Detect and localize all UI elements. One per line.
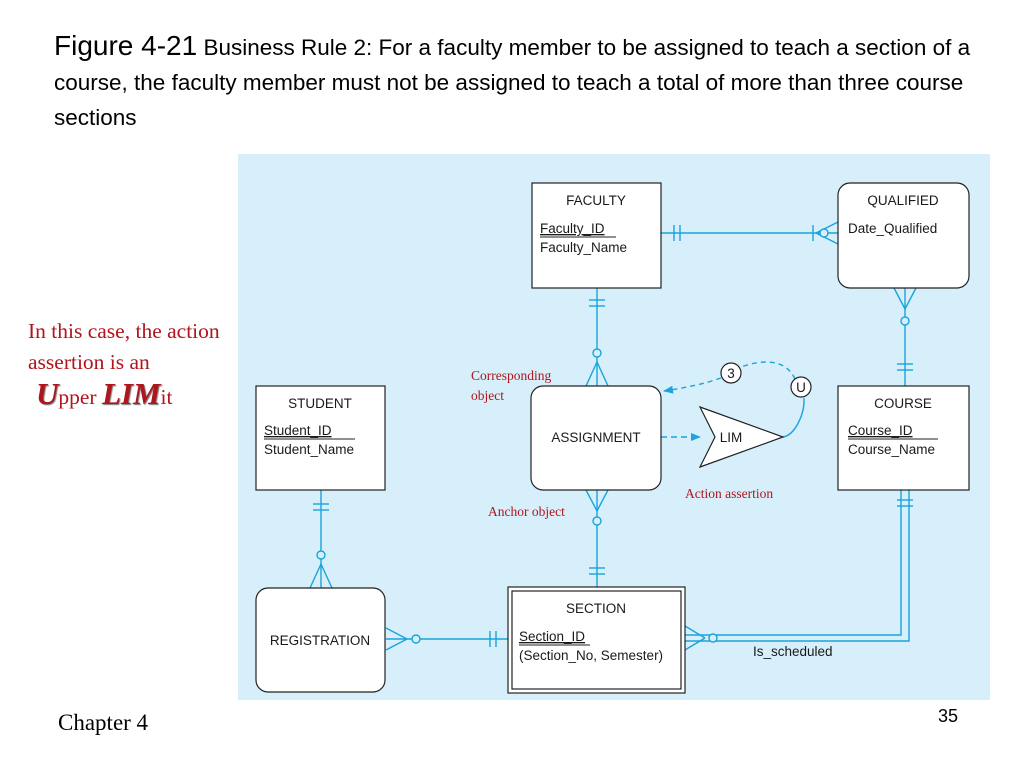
entity-assignment[interactable]: ASSIGNMENT (530, 385, 662, 491)
faculty-id-attribute: Faculty_ID (540, 221, 605, 236)
er-diagram: FACULTY Faculty_ID Faculty_Name QUALIFIE… (238, 154, 990, 700)
side-note-intro: In this case, the action assertion is an (28, 319, 220, 374)
relationship-lines (309, 221, 917, 651)
constraint-u-symbol[interactable]: U (790, 376, 812, 398)
entity-registration[interactable]: REGISTRATION (255, 587, 386, 693)
corresponding-object-annotation: Corresponding object (471, 368, 555, 403)
chapter-label: Chapter 4 (58, 710, 149, 735)
qualified-title: QUALIFIED (867, 193, 939, 208)
figure-caption: Business Rule 2: For a faculty member to… (54, 35, 971, 130)
lim-action-assertion[interactable]: LIM (698, 405, 785, 469)
section-composite-attribute: (Section_No, Semester) (519, 648, 663, 663)
section-id-attribute: Section_ID (519, 629, 585, 644)
faculty-name-attribute: Faculty_Name (540, 240, 627, 255)
date-qualified-attribute: Date_Qualified (848, 221, 937, 236)
corresponding-object-line1: Corresponding (471, 368, 551, 383)
constraint-number-label: 3 (727, 366, 735, 381)
student-name-attribute: Student_Name (264, 442, 354, 457)
faculty-title: FACULTY (566, 193, 626, 208)
entity-student[interactable]: STUDENT Student_ID Student_Name (255, 385, 386, 491)
registration-title: REGISTRATION (270, 633, 370, 648)
limit-initial: LIM (101, 376, 161, 411)
slide-title: Figure 4-21 Business Rule 2: For a facul… (54, 28, 984, 135)
action-assertion-annotation: Action assertion (685, 486, 773, 501)
upper-initial: U (36, 376, 59, 411)
student-id-attribute: Student_ID (264, 423, 332, 438)
lim-label: LIM (720, 430, 743, 445)
is-scheduled-label: Is_scheduled (753, 644, 833, 659)
section-title: SECTION (566, 601, 626, 616)
constraint-number-3[interactable]: 3 (720, 362, 742, 384)
side-note: In this case, the action assertion is an… (28, 316, 233, 413)
assignment-title: ASSIGNMENT (551, 430, 640, 445)
course-name-attribute: Course_Name (848, 442, 935, 457)
constraint-u-label: U (796, 380, 806, 395)
limit-rest: it (160, 385, 173, 409)
u-to-3-connector (740, 361, 796, 380)
entity-course[interactable]: COURSE Course_ID Course_Name (837, 385, 970, 491)
anchor-object-annotation: Anchor object (488, 504, 565, 519)
upper-rest: pper (58, 385, 97, 409)
page-number: 35 (938, 706, 959, 726)
figure-label: Figure 4-21 (54, 30, 198, 61)
side-note-upper-limit: Upper LIMit (36, 378, 233, 413)
course-title: COURSE (874, 396, 932, 411)
entity-section[interactable]: SECTION Section_ID (Section_No, Semester… (507, 586, 686, 694)
entity-faculty[interactable]: FACULTY Faculty_ID Faculty_Name (531, 182, 662, 289)
course-id-attribute: Course_ID (848, 423, 913, 438)
student-title: STUDENT (288, 396, 352, 411)
section-course-line (685, 490, 902, 636)
lim-to-u-connector (782, 397, 805, 438)
constraint-to-assignment-arrow (663, 377, 722, 394)
corresponding-object-line2: object (471, 388, 504, 403)
entity-qualified[interactable]: QUALIFIED Date_Qualified (837, 182, 970, 289)
